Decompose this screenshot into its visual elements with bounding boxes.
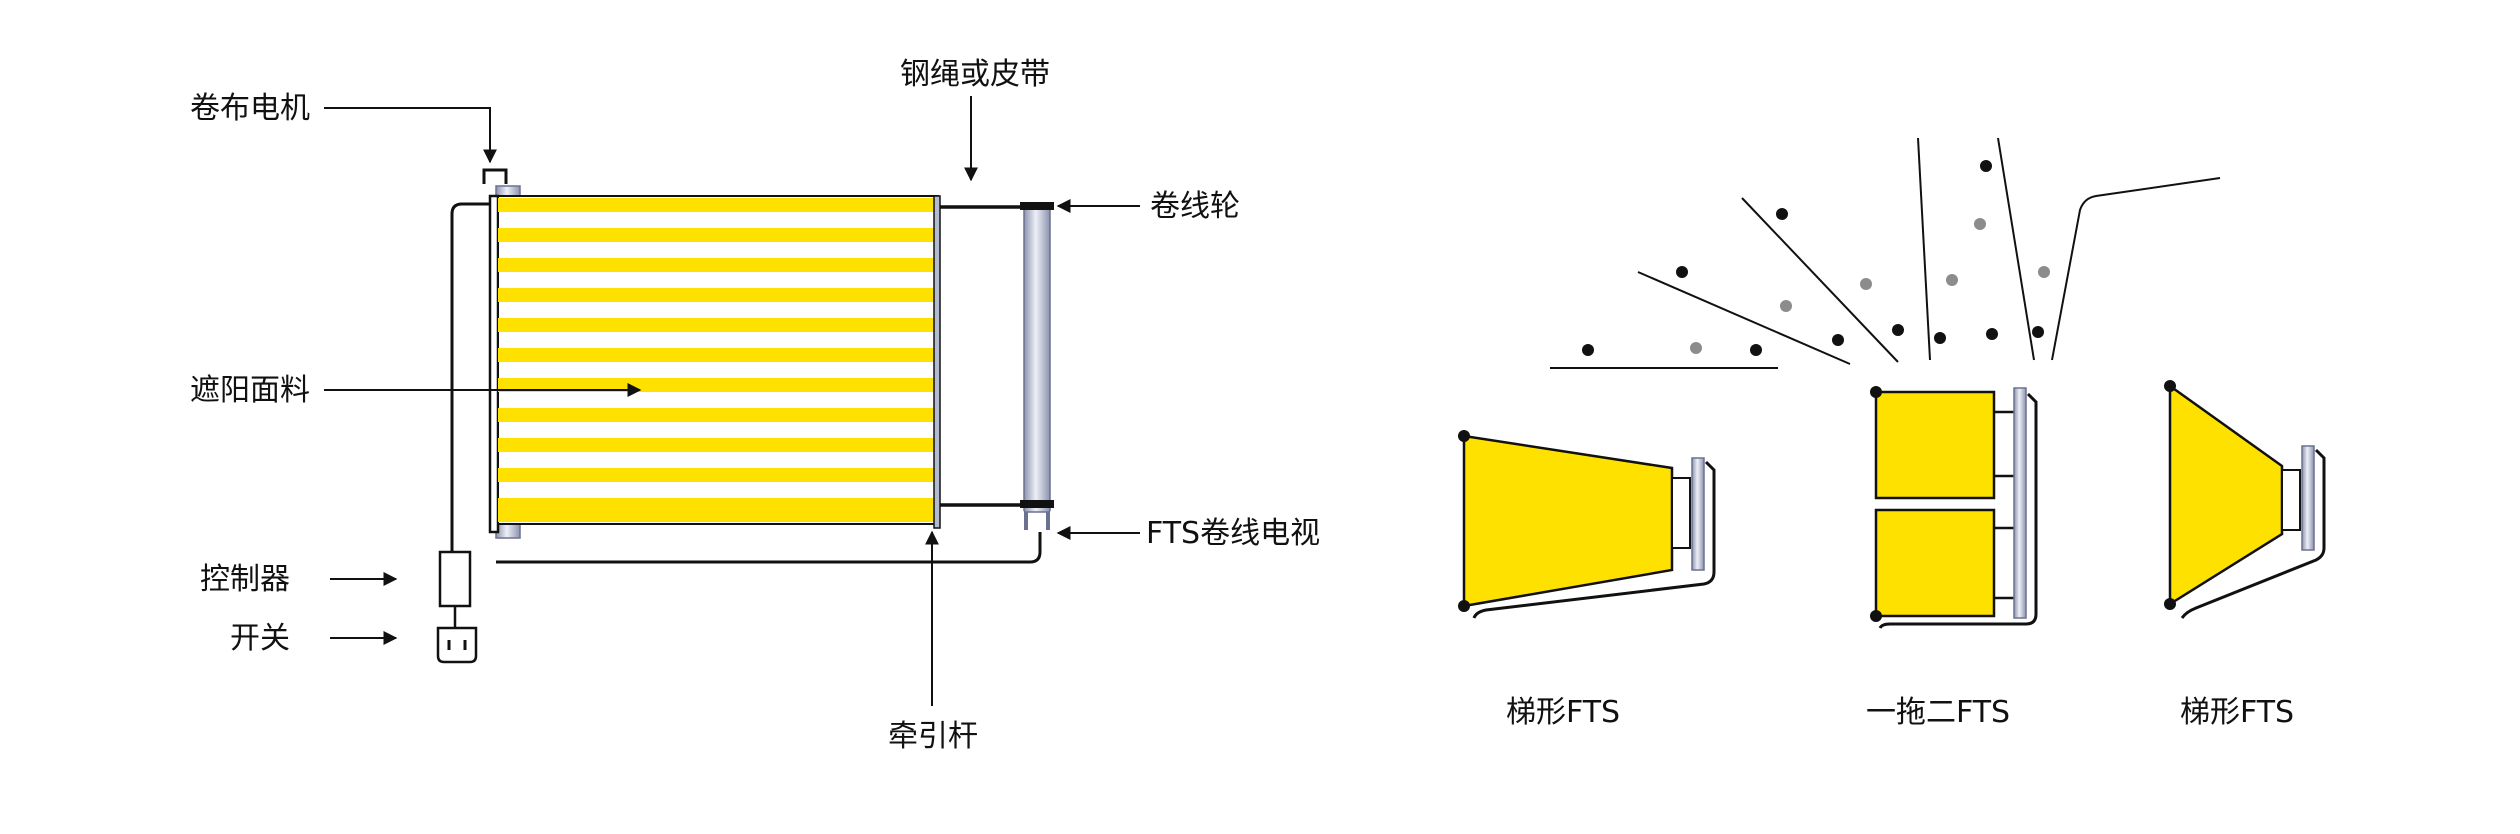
caption-one-to-two: 一拖二FTS (1866, 695, 2010, 730)
caption-trapezoid-left: 梯形FTS (1506, 695, 1620, 730)
label-fts-reel-tv: FTS卷线电视 (1146, 516, 1320, 551)
light-particles (1582, 160, 2050, 356)
reel-feet (1024, 512, 1050, 530)
arrow-roller-motor (324, 107, 497, 164)
label-switch: 开关 (230, 621, 290, 656)
roller-shade-system: 卷布电机 钢绳或皮带 卷线轮 遮阳面料 FTS卷线电视 控制器 开关 牵引杆 (190, 57, 1320, 754)
power-cable (450, 202, 496, 556)
reel-cap-bottom (1020, 500, 1054, 508)
trapezoid-fts-right: 梯形FTS (2164, 380, 2326, 730)
label-pull-rod: 牵引杆 (888, 719, 978, 754)
reel-tube (1023, 205, 1051, 513)
sunlight-rays (1550, 137, 2221, 369)
label-controller: 控制器 (200, 562, 290, 597)
caption-trapezoid-right: 梯形FTS (2180, 695, 2294, 730)
trapezoid-fts-left: 梯形FTS (1458, 430, 1716, 730)
motor-bracket (482, 168, 508, 184)
label-shade-fabric: 遮阳面料 (190, 373, 310, 408)
controller-box (438, 550, 472, 608)
shade-fabric (497, 195, 939, 525)
label-reel: 卷线轮 (1150, 189, 1240, 224)
switch-plug (436, 626, 478, 664)
pull-rod (933, 195, 941, 529)
label-roller-motor: 卷布电机 (190, 91, 310, 126)
return-cable (496, 532, 1042, 564)
reel-cap-top (1020, 202, 1054, 210)
roller-frame-left (488, 194, 500, 534)
one-to-two-fts: 一拖二FTS (1866, 386, 2038, 730)
label-steel-rope: 钢绳或皮带 (900, 57, 1050, 92)
